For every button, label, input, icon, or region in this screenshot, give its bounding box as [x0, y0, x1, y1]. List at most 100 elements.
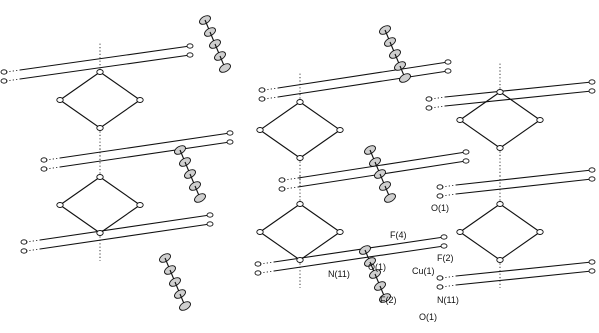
metal-chain-frames — [56, 69, 544, 263]
chain-bond — [499, 91, 541, 121]
chain-bond — [299, 129, 341, 159]
atom — [219, 63, 231, 73]
hydrogen-bond — [25, 248, 41, 252]
ligand-rod — [39, 223, 211, 250]
atom — [440, 234, 448, 240]
label-f2-lower: F(2) — [380, 295, 397, 305]
chain-bond — [99, 176, 141, 206]
atom — [444, 59, 452, 65]
chain-bond — [499, 119, 541, 149]
ligand-rod — [455, 261, 593, 277]
hydrogen-bond — [5, 69, 21, 73]
atom — [296, 99, 304, 105]
label-o1-bottom: O(1) — [419, 312, 437, 322]
label-o1-left: O(1) — [368, 262, 386, 272]
label-f4: F(4) — [390, 230, 407, 240]
label-n11-right: N(11) — [437, 295, 459, 305]
atom — [588, 176, 596, 182]
atom — [536, 117, 544, 123]
atom — [96, 125, 104, 131]
chain-bond — [299, 101, 341, 131]
ligand-rod — [277, 70, 449, 98]
chain-bond — [59, 99, 101, 129]
hydrogen-bond — [283, 177, 299, 181]
chain-bond — [99, 99, 141, 129]
chain-bond — [259, 129, 301, 159]
atom — [496, 201, 504, 207]
atom — [456, 229, 464, 235]
ligand-rod — [455, 178, 593, 195]
atom — [462, 158, 470, 164]
atom — [440, 243, 448, 249]
hydrogen-bond — [441, 284, 457, 288]
atom — [588, 88, 596, 94]
atom — [226, 139, 234, 145]
chain-bond — [259, 203, 301, 233]
ligand-rod — [273, 245, 445, 272]
atom — [136, 202, 144, 208]
hydrogen-bond — [263, 96, 279, 100]
atom — [588, 268, 596, 274]
ligand-rod — [59, 141, 231, 168]
hydrogen-bond — [25, 239, 41, 243]
chain-bond — [499, 203, 541, 233]
chain-bond — [99, 204, 141, 234]
atom — [496, 89, 504, 95]
atom — [296, 257, 304, 263]
ligand-rod — [59, 132, 231, 159]
chain-bond — [59, 176, 101, 206]
ligand-rod — [455, 169, 593, 186]
hydrogen-bond — [441, 193, 457, 197]
hydrogen-bond — [259, 261, 275, 265]
hydrogen-bond — [263, 87, 279, 91]
atom — [462, 149, 470, 155]
chain-bond — [459, 119, 501, 149]
ligand-rod — [277, 61, 449, 89]
chain-bond — [299, 203, 341, 233]
chain-bond — [459, 203, 501, 233]
atom — [456, 117, 464, 123]
atom — [179, 301, 191, 311]
hydrogen-bond — [441, 184, 457, 188]
chain-bond — [59, 204, 101, 234]
atom — [399, 73, 411, 83]
atom — [226, 130, 234, 136]
chain-bond — [99, 71, 141, 101]
atom — [96, 69, 104, 75]
atom — [588, 167, 596, 173]
atom — [136, 97, 144, 103]
atom — [256, 127, 264, 133]
chain-bond — [459, 91, 501, 121]
label-cu1: Cu(1) — [412, 266, 435, 276]
atom — [206, 221, 214, 227]
atom — [588, 259, 596, 265]
hydrogen-bond — [259, 270, 275, 274]
hydrogen-bond-network — [5, 42, 501, 288]
atom — [379, 293, 391, 303]
atom — [186, 52, 194, 58]
atom — [588, 79, 596, 85]
label-o1-top: O(1) — [431, 203, 449, 213]
atom — [384, 193, 396, 203]
hydrogen-bond — [45, 166, 61, 170]
ligand-rod — [444, 90, 593, 107]
ligand-rod — [19, 54, 191, 80]
chain-bond — [259, 101, 301, 131]
atom — [56, 202, 64, 208]
hydrogen-bond — [441, 275, 457, 279]
ligand-ladders — [0, 43, 596, 290]
axial-ligand-stacks — [159, 15, 411, 311]
atom — [336, 229, 344, 235]
atom-labels: O(1) F(4) F(2) O(1) Cu(1) N(11) F(2) N(1… — [328, 203, 459, 322]
ligand-rod — [455, 270, 593, 286]
label-f2-right: F(2) — [437, 253, 454, 263]
hydrogen-bond — [430, 96, 446, 100]
atom — [336, 127, 344, 133]
atom — [296, 201, 304, 207]
hydrogen-bond — [430, 105, 446, 109]
atom — [536, 229, 544, 235]
chain-bond — [499, 231, 541, 261]
hydrogen-bond — [283, 186, 299, 190]
